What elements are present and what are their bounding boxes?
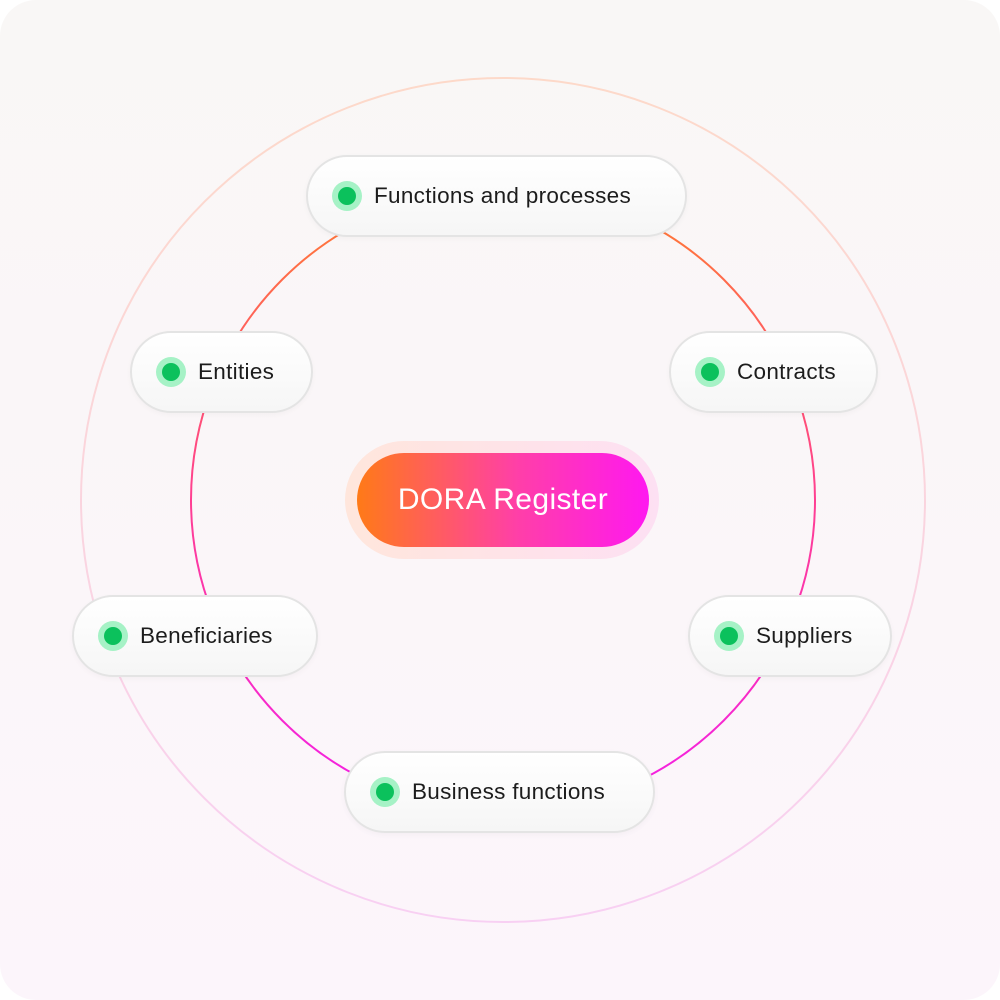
status-dot-icon xyxy=(370,777,400,807)
node-label: Contracts xyxy=(737,359,836,384)
node-label: Functions and processes xyxy=(374,183,632,208)
node-functions-and-processes[interactable]: Functions and processes xyxy=(306,155,687,237)
center-node-dora-register[interactable]: DORA Register xyxy=(357,453,649,547)
node-label: Suppliers xyxy=(756,623,853,648)
node-label: Beneficiaries xyxy=(140,623,273,648)
node-label: Entities xyxy=(198,359,275,384)
node-entities[interactable]: Entities xyxy=(130,331,313,413)
outer-ring xyxy=(80,77,926,923)
status-dot-icon xyxy=(714,621,744,651)
node-suppliers[interactable]: Suppliers xyxy=(688,595,892,677)
node-contracts[interactable]: Contracts xyxy=(669,331,878,413)
status-dot-icon xyxy=(156,357,186,387)
status-dot-icon xyxy=(98,621,128,651)
node-beneficiaries[interactable]: Beneficiaries xyxy=(72,595,318,677)
node-label: Business functions xyxy=(412,779,606,804)
status-dot-icon xyxy=(332,181,362,211)
center-node-label: DORA Register xyxy=(397,483,609,516)
node-business-functions[interactable]: Business functions xyxy=(344,751,655,833)
status-dot-icon xyxy=(695,357,725,387)
